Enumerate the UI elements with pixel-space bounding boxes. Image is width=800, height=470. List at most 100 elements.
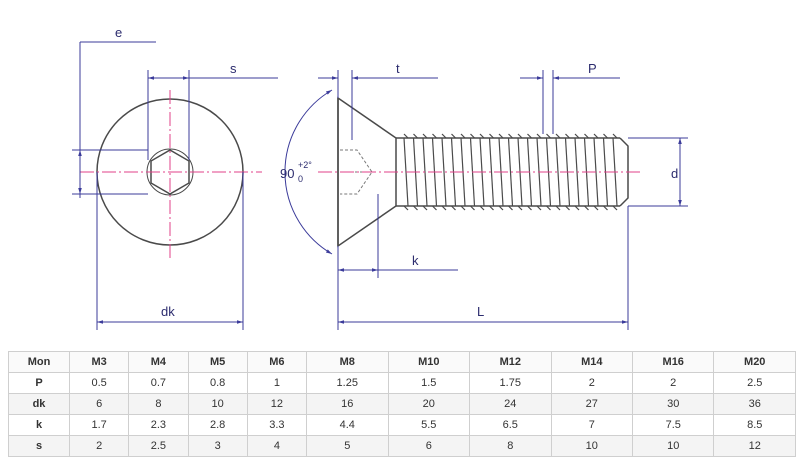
size-header: M4 — [128, 351, 189, 373]
thread-crest — [432, 205, 437, 211]
table-cell: 2 — [550, 372, 634, 394]
thread-crest — [432, 133, 437, 139]
label-k: k — [412, 253, 419, 268]
thread-crest — [584, 205, 589, 211]
table-cell: 16 — [306, 393, 389, 415]
thread-crest — [603, 205, 608, 211]
thread-crest — [479, 133, 485, 139]
thread-crest — [441, 205, 447, 211]
thread-line — [507, 137, 514, 207]
row-label: k — [8, 414, 70, 436]
table-header-label: Mon — [8, 351, 70, 373]
thread-crest — [422, 205, 428, 211]
thread-crest — [498, 205, 504, 211]
dimension-l — [337, 206, 629, 330]
table-cell: 5.5 — [387, 414, 471, 436]
thread-crest — [536, 133, 542, 139]
thread-crest — [612, 205, 618, 211]
table-cell: 2.5 — [128, 435, 189, 457]
size-header: M5 — [187, 351, 248, 373]
label-angle: 90 — [280, 166, 294, 181]
head-top-view — [80, 90, 262, 258]
table-cell: 2 — [631, 372, 715, 394]
thread-crest — [574, 205, 580, 211]
dimension-dk — [96, 172, 244, 330]
size-header: M3 — [68, 351, 130, 373]
thread-crest — [479, 205, 485, 211]
size-header: M20 — [713, 351, 796, 373]
table-cell: 24 — [469, 393, 552, 415]
row-label: dk — [8, 393, 70, 415]
label-d: d — [671, 166, 678, 181]
thread-crest — [517, 205, 523, 211]
table-cell: 6 — [387, 435, 471, 457]
label-l: L — [477, 304, 484, 319]
thread-crest — [508, 133, 513, 139]
thread-crest — [489, 133, 494, 139]
size-header: M6 — [246, 351, 308, 373]
label-angle-tol-lower: 0 — [298, 174, 303, 184]
label-p: P — [588, 61, 597, 76]
row-label: s — [8, 435, 70, 457]
table-cell: 2.8 — [187, 414, 248, 436]
thread-crest — [413, 133, 418, 139]
table-cell: 4.4 — [306, 414, 389, 436]
thread-crest — [517, 133, 523, 139]
thread-crest — [612, 133, 618, 139]
thread-crest — [451, 133, 456, 139]
thread-line — [555, 137, 561, 207]
size-header: M14 — [550, 351, 634, 373]
row-label: P — [8, 372, 70, 394]
table-cell: 27 — [550, 393, 634, 415]
table-cell: 1.7 — [68, 414, 130, 436]
size-header: M12 — [469, 351, 552, 373]
table-cell: 12 — [246, 393, 308, 415]
dimension-e — [72, 41, 156, 198]
table-cell: 10 — [187, 393, 248, 415]
thread-crest — [546, 133, 551, 139]
thread-crest — [593, 133, 599, 139]
thread-crest — [403, 205, 409, 211]
table-cell: 20 — [387, 393, 471, 415]
table-cell: 2 — [68, 435, 130, 457]
table-cell: 7 — [550, 414, 634, 436]
dimension-p — [520, 70, 620, 134]
dimension-angle — [284, 89, 333, 255]
table-cell: 10 — [550, 435, 634, 457]
table-cell: 1 — [246, 372, 308, 394]
table-cell: 2.5 — [713, 372, 796, 394]
table-cell: 0.7 — [128, 372, 189, 394]
thread-crest — [555, 205, 561, 211]
dimension-t — [318, 70, 438, 140]
size-header: M8 — [306, 351, 389, 373]
hex-socket — [150, 149, 190, 195]
thread-crest — [441, 133, 447, 139]
thread-crest — [422, 133, 428, 139]
thread-crest — [470, 133, 475, 139]
table-cell: 1.25 — [306, 372, 389, 394]
table-cell: 12 — [713, 435, 796, 457]
table-cell: 10 — [631, 435, 715, 457]
table-cell: 7.5 — [631, 414, 715, 436]
thread-crest — [508, 205, 513, 211]
table-cell: 6 — [68, 393, 130, 415]
table-cell: 8 — [128, 393, 189, 415]
dimension-d — [628, 137, 688, 207]
thread-crest — [403, 133, 409, 139]
thread-line — [488, 137, 495, 207]
thread-crest — [546, 205, 551, 211]
thread-crest — [536, 205, 542, 211]
thread-crest — [498, 133, 504, 139]
spec-table: Mon M3 M4 M5 M6 M8 M10 M12 M14 M16 M20 P… — [8, 351, 796, 457]
table-cell: 8.5 — [713, 414, 796, 436]
thread-crest — [527, 205, 532, 211]
thread-crest — [565, 133, 570, 139]
thread-line — [441, 137, 447, 207]
thread-crest — [460, 133, 466, 139]
size-header: M16 — [631, 351, 715, 373]
table-header-row: Mon M3 M4 M5 M6 M8 M10 M12 M14 M16 M20 — [8, 351, 796, 373]
